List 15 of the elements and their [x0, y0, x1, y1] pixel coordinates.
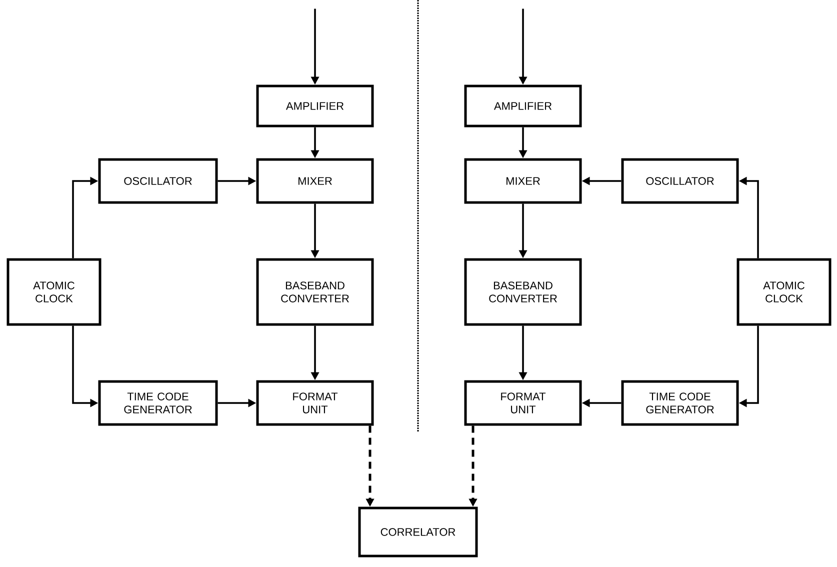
process-box: MIXER [256, 158, 374, 204]
process-box: OSCILLATOR [621, 158, 739, 204]
process-box: ATOMIC CLOCK [736, 258, 832, 326]
process-box: MIXER [464, 158, 582, 204]
process-box: TIME CODE GENERATOR [621, 380, 739, 426]
process-box: AMPLIFIER [464, 84, 582, 128]
process-box: OSCILLATOR [98, 158, 218, 204]
process-box: AMPLIFIER [256, 84, 374, 128]
process-box: TIME CODE GENERATOR [98, 380, 218, 426]
process-box: BASEBAND CONVERTER [256, 258, 374, 326]
process-box: BASEBAND CONVERTER [464, 258, 582, 326]
process-box: ATOMIC CLOCK [6, 258, 102, 326]
process-box: CORRELATOR [358, 506, 478, 558]
process-box: FORMAT UNIT [464, 380, 582, 426]
process-box: FORMAT UNIT [256, 380, 374, 426]
